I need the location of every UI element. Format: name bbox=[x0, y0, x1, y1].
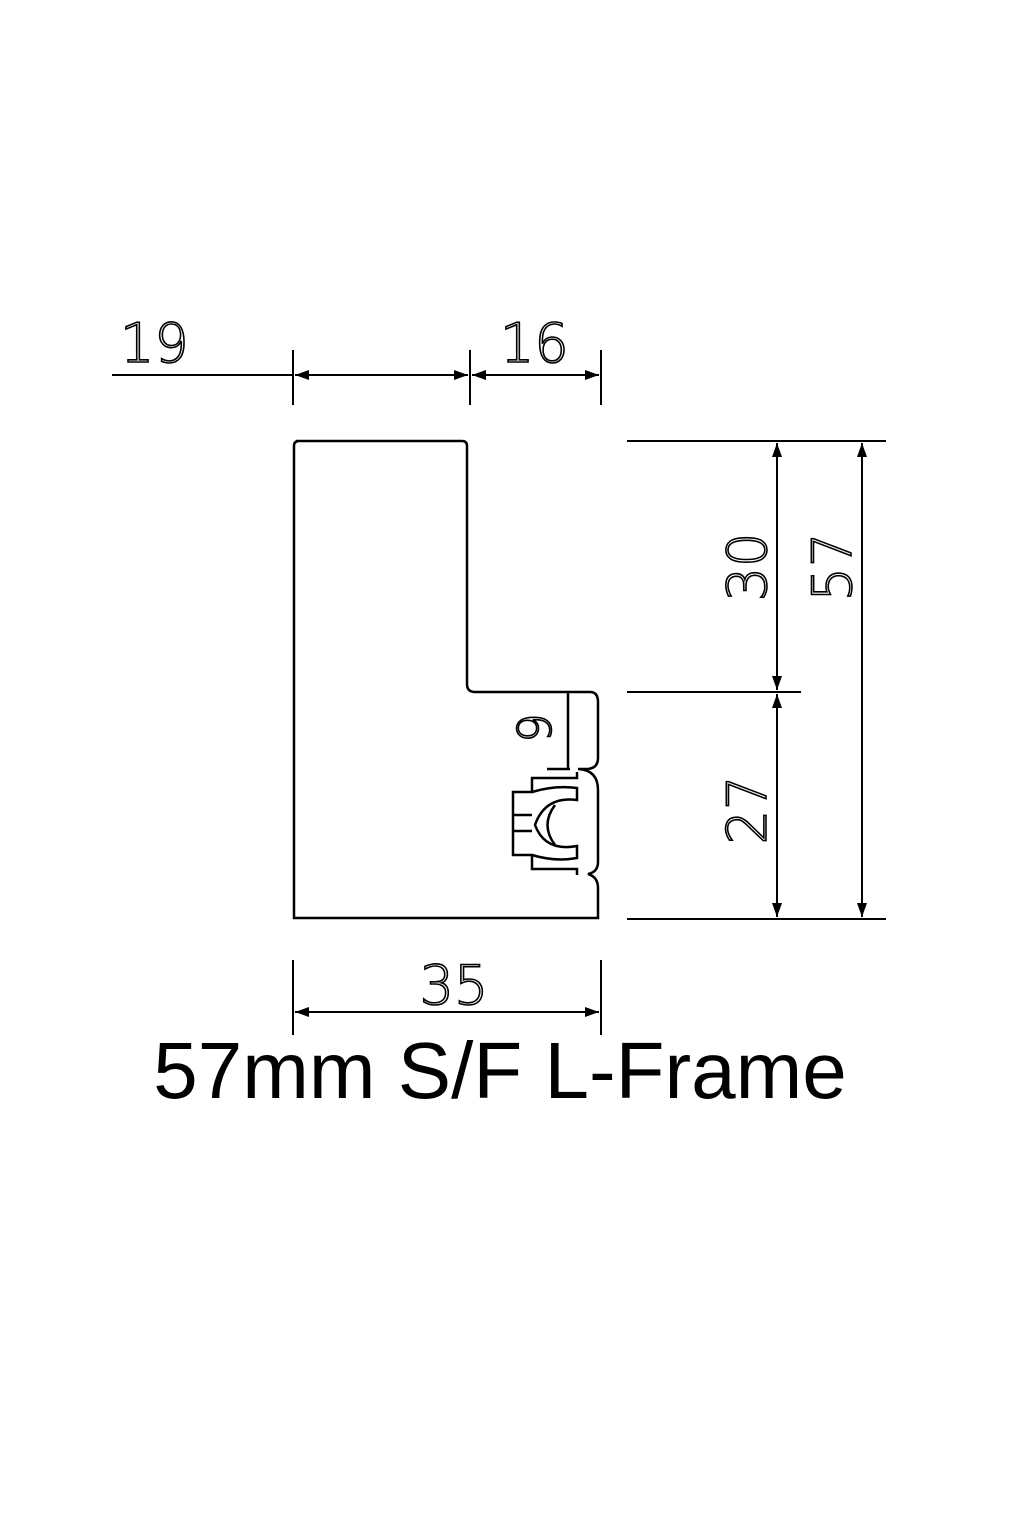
dimension-right bbox=[627, 440, 886, 920]
dim-left-offset: 19 bbox=[120, 312, 189, 375]
dim-total-width: 35 bbox=[420, 954, 489, 1017]
frame-profile-outline bbox=[292, 439, 600, 920]
dimension-bottom bbox=[292, 960, 602, 1035]
dim-upper-height: 30 bbox=[716, 533, 779, 602]
dim-lip-height: 9 bbox=[508, 713, 562, 742]
clip-detail bbox=[511, 772, 579, 875]
drawing-title: 57mm S/F L-Frame bbox=[153, 1026, 846, 1115]
dim-lower-height: 27 bbox=[716, 776, 779, 845]
dimension-top bbox=[112, 350, 602, 405]
dim-top-right-width: 16 bbox=[500, 312, 569, 375]
dim-total-height: 57 bbox=[801, 533, 864, 602]
